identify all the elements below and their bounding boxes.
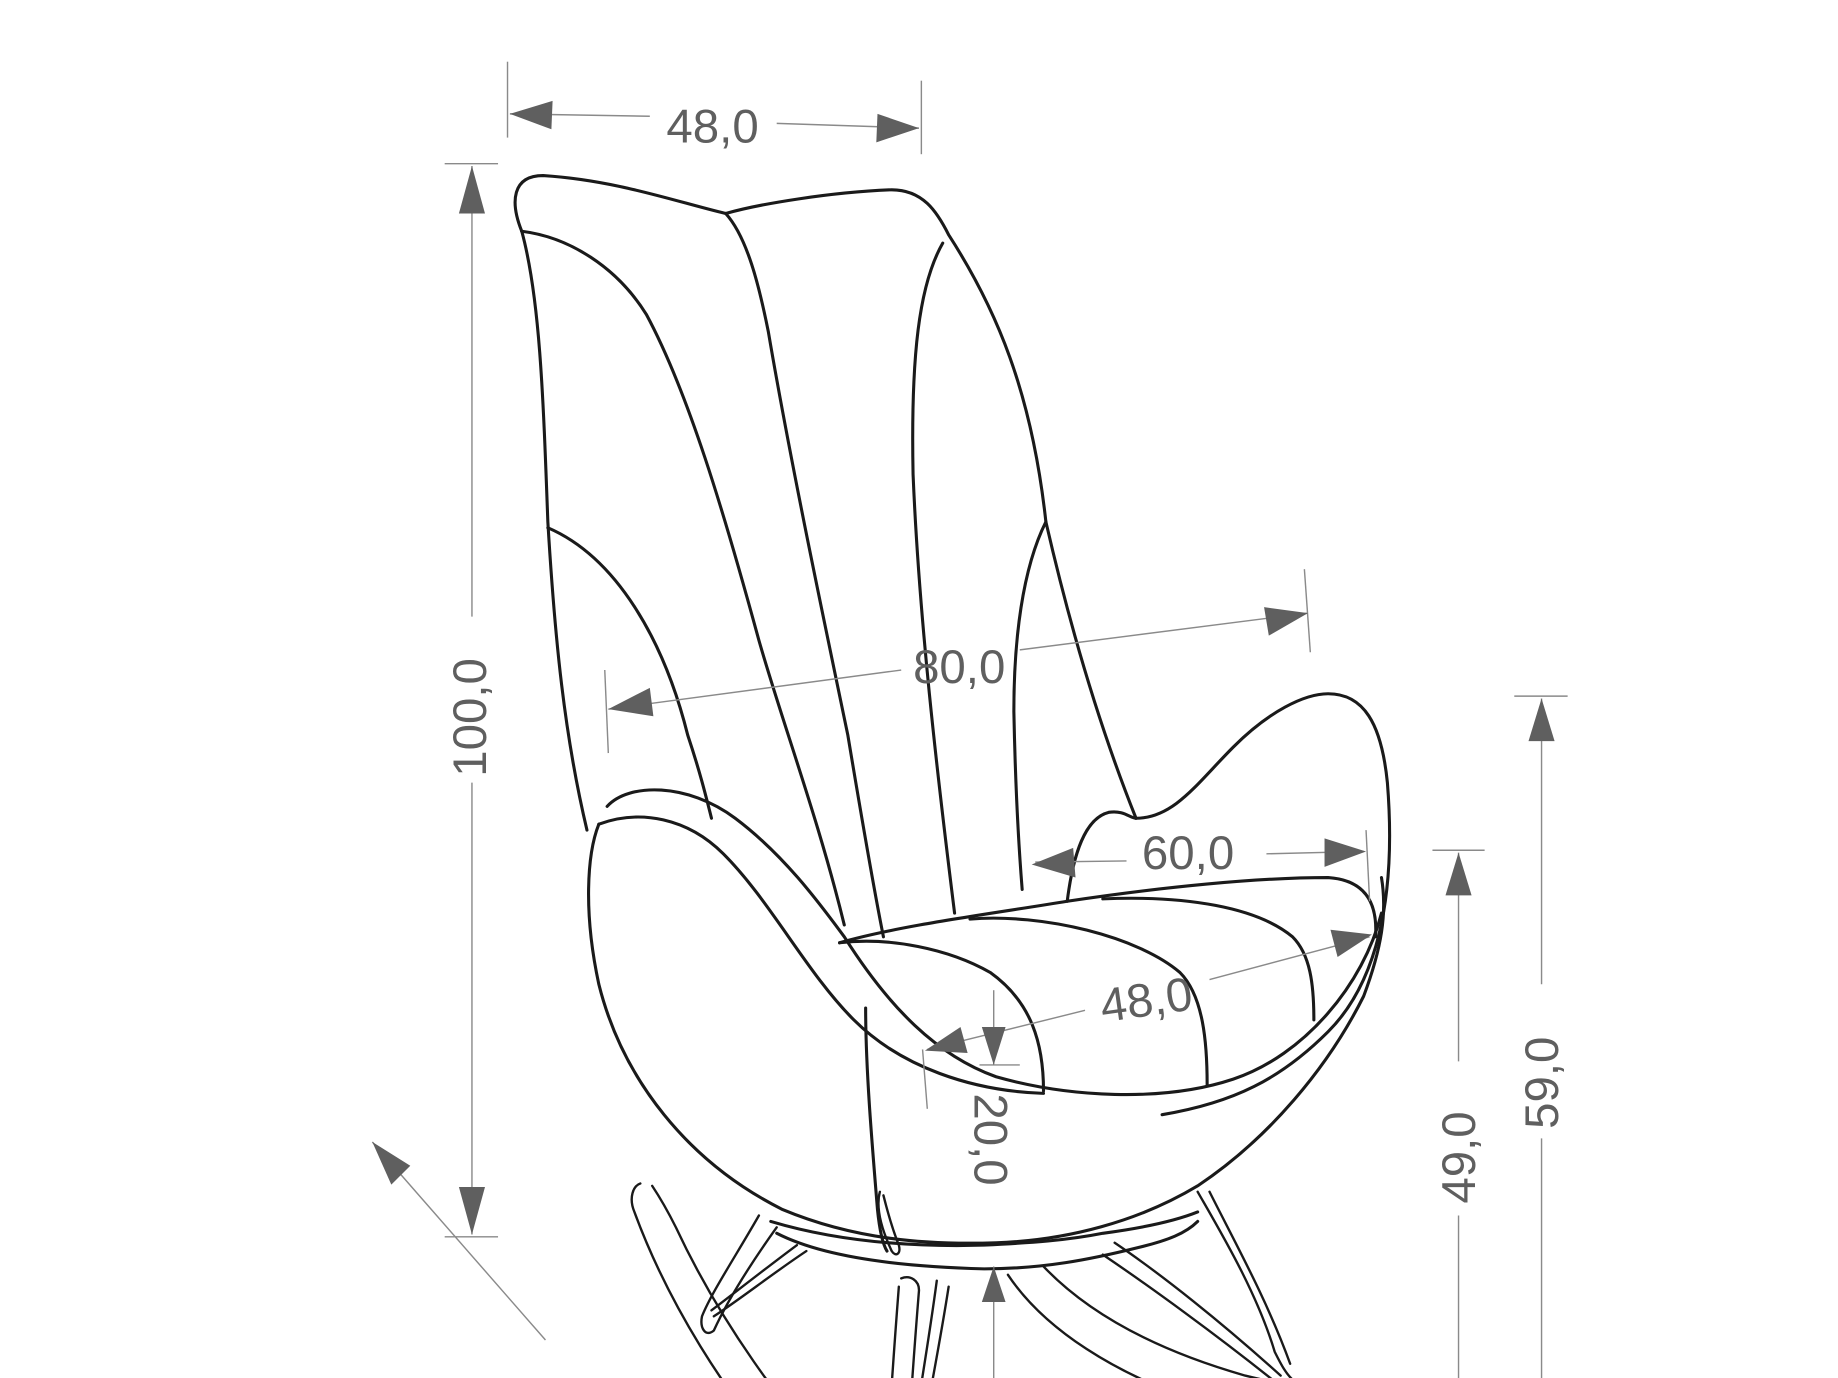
left-rocker-inner [651,1184,767,1378]
dim-label-overall-depth: 100,0 [535,1366,652,1378]
backrest-outline [513,174,1138,820]
dim-label-seat-thickness: 20,0 [964,1093,1017,1185]
front-leg-brace [921,1279,950,1378]
dim-label-total-height: 100,0 [444,658,497,777]
arrow-down-icon [458,1187,485,1235]
dimension-seat-thickness: 20,0 [964,990,1020,1378]
dimension-seat-width: 60,0 [1031,827,1371,902]
left-leg-brace [710,1243,808,1318]
backrest-left-panel-top [520,229,846,927]
arrow-right-icon [1330,929,1372,957]
dim-label-seat-depth: 48,0 [1097,968,1196,1033]
shell-clip [877,1190,901,1256]
backrest-channel-3 [1012,520,1048,891]
right-rocker-outer [1006,1273,1142,1378]
arrow-up-icon [981,1266,1006,1303]
right-armrest-bump [1065,810,1138,903]
backrest-left-panel-mid [546,526,714,820]
arrow-right-icon [1324,838,1367,867]
left-rocker-outer [630,1182,723,1378]
arrow-left-icon [608,687,654,717]
dim-label-overall-width: 80,0 [913,641,1005,694]
dim-label-seat-width: 60,0 [1142,827,1234,880]
seat-shell-bowl [587,822,1386,1245]
arrow-up-left-icon [372,1141,411,1185]
arrow-up-icon [1528,698,1555,742]
dim-label-seat-height: 49,0 [1433,1111,1486,1203]
backrest-left-edge [520,229,589,832]
left-armrest-inner [597,815,1046,1095]
arrow-left-icon [924,1026,968,1054]
dimension-total-height: 100,0 [444,162,499,1238]
seat-cushion-top [838,876,1378,945]
dimension-overall-depth: 100,0 [371,1141,652,1378]
shell-front-seam [864,1006,889,1253]
arrow-left-icon [1031,847,1076,878]
arrow-up-icon [458,166,485,214]
dimension-seat-height: 49,0 [1432,849,1486,1378]
dimension-seat-depth: 48,0 [921,929,1372,1109]
dim-label-top-width: 48,0 [666,100,758,153]
seat-cushion-seam-2 [1101,896,1316,1022]
chair-drawing [513,174,1392,1378]
base-ring-top [769,1210,1200,1248]
right-rocker-inner [1042,1265,1261,1378]
dimension-armrest-height: 59,0 [1514,695,1569,1378]
front-leg [890,1276,921,1378]
base-ring-bottom [775,1219,1200,1271]
seat-cushion-front [838,939,1046,1093]
arrow-down-icon [981,1026,1006,1065]
backrest-channel-1 [724,211,885,939]
arrow-left-icon [509,100,553,130]
right-armrest-outline [1134,692,1392,1117]
dim-label-armrest-height: 59,0 [1516,1037,1569,1129]
arrow-right-icon [1264,607,1308,636]
arrow-right-icon [876,113,919,143]
seat-cushion-seam-1 [968,916,1209,1087]
arrow-up-icon [1445,852,1472,896]
backrest-channel-2 [911,241,957,915]
right-leg-brace [1101,1241,1282,1378]
right-leg-back [1196,1190,1293,1378]
dimension-overall-width: 80,0 [604,569,1312,754]
left-leg-front [700,1214,778,1335]
dimension-top-width: 48,0 [506,61,923,155]
